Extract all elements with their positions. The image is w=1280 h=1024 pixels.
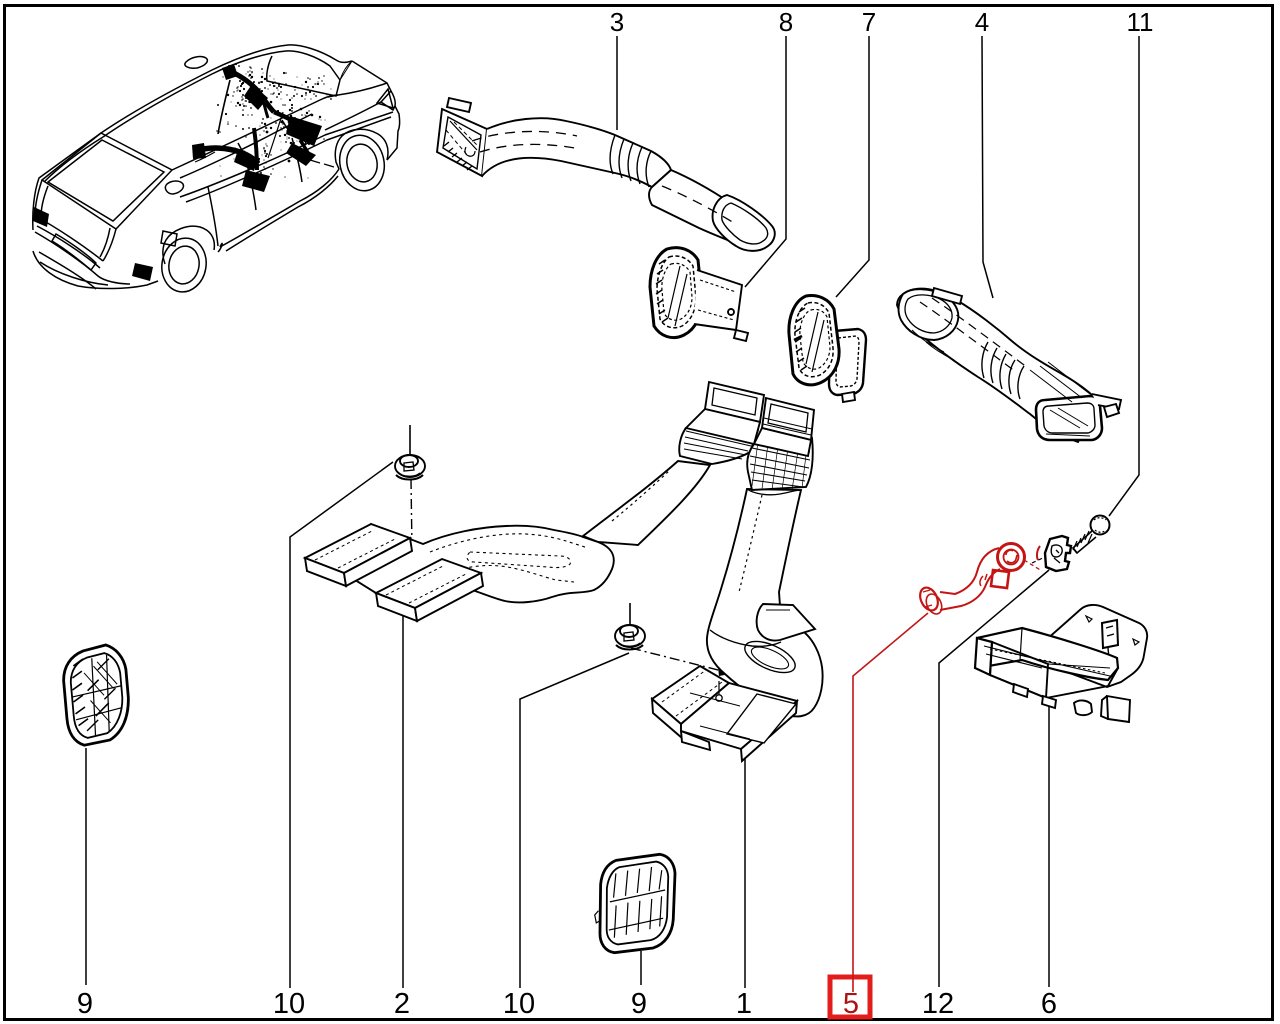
svg-text:9: 9 [631, 988, 647, 1020]
svg-text:12: 12 [922, 988, 954, 1020]
svg-text:8: 8 [779, 7, 793, 37]
svg-text:9: 9 [77, 988, 93, 1020]
svg-text:10: 10 [273, 988, 305, 1020]
svg-text:10: 10 [503, 988, 535, 1020]
svg-text:3: 3 [610, 7, 624, 37]
svg-text:2: 2 [394, 988, 410, 1020]
svg-text:7: 7 [862, 7, 876, 37]
svg-text:1: 1 [736, 988, 752, 1020]
svg-text:11: 11 [1127, 7, 1154, 37]
svg-text:5: 5 [843, 988, 859, 1020]
svg-text:6: 6 [1041, 988, 1057, 1020]
svg-text:4: 4 [975, 7, 989, 37]
